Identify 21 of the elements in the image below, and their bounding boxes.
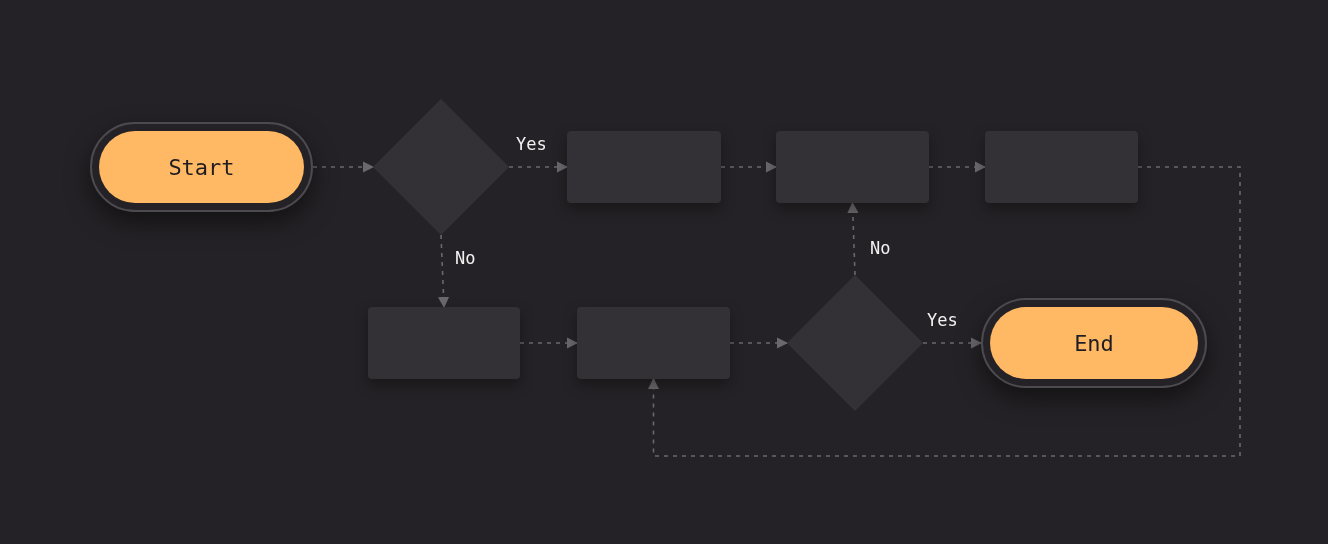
terminal-pill [981, 298, 1207, 388]
arrow [438, 234, 450, 309]
arrow [519, 337, 579, 349]
decision-diamond [787, 275, 923, 411]
arrow [647, 166, 1241, 457]
terminal-pill [90, 122, 313, 212]
arrow [729, 337, 789, 349]
process-box [368, 307, 520, 379]
process-box [567, 131, 721, 203]
terminal-label: Start [168, 154, 235, 180]
process-box [985, 131, 1138, 203]
decision-diamond [373, 99, 509, 235]
arrow [312, 161, 375, 173]
arrow [508, 161, 569, 173]
arrow [928, 161, 987, 173]
arrow [847, 201, 859, 276]
process-box [577, 307, 730, 379]
process-box [776, 131, 929, 203]
arrow [922, 337, 983, 349]
arrow [720, 161, 778, 173]
terminal-label: End [1074, 330, 1114, 356]
